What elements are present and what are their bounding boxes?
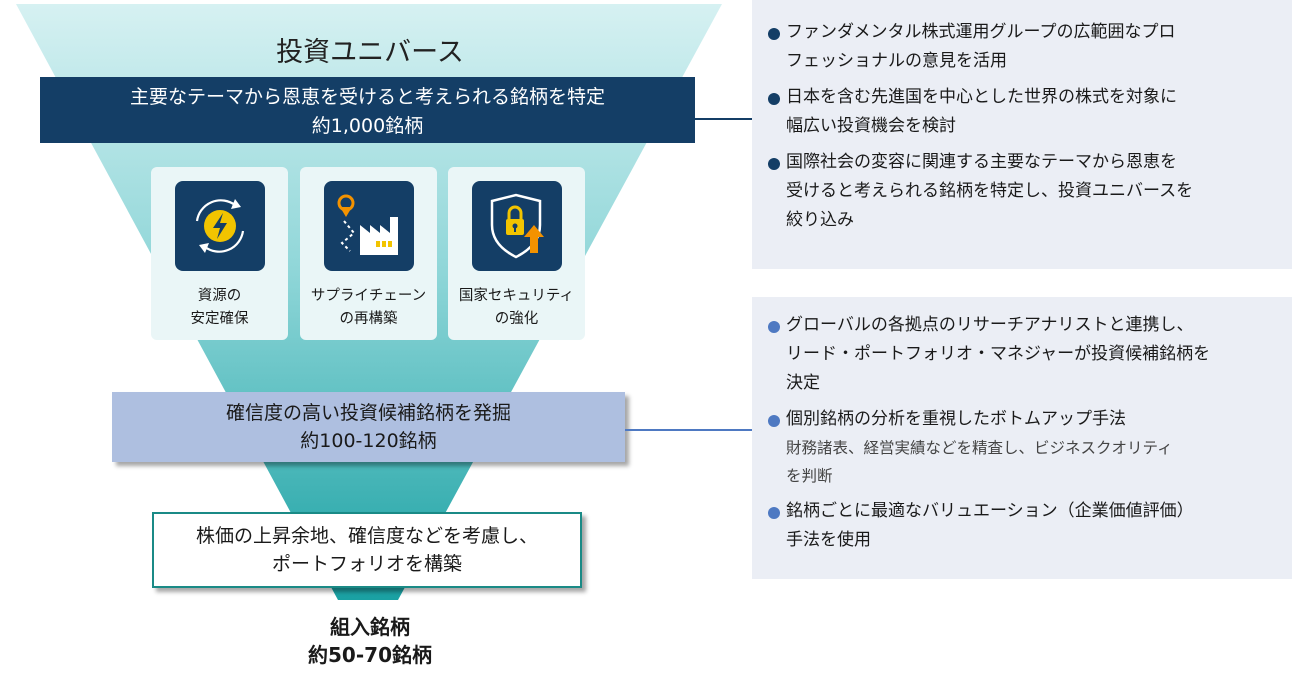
supply-chain-factory-icon <box>324 181 414 271</box>
step3-line2: ポートフォリオを構築 <box>271 553 462 575</box>
description-subline: を判断 <box>786 467 833 485</box>
investment-universe-title: 投資ユニバース <box>276 37 464 68</box>
security-shield-lock-icon <box>472 181 562 271</box>
energy-cycle-icon <box>175 181 265 271</box>
step3-line1: 株価の上昇余地、確信度などを考慮し、 <box>195 525 538 547</box>
description-line: 決定 <box>786 373 820 393</box>
description-line: グローバルの各拠点のリサーチアナリストと連携し、 <box>786 315 1194 335</box>
description-line: 受けると考えられる銘柄を特定し、投資ユニバースを <box>786 181 1194 201</box>
step1-box: 主要なテーマから恩恵を受けると考えられる銘柄を特定 約1,000銘柄 <box>40 77 695 143</box>
description-line: 国際社会の変容に関連する主要なテーマから恩恵を <box>786 152 1177 172</box>
description-line: ファンダメンタル株式運用グループの広範囲なプロ <box>786 22 1176 42</box>
final-line2: 約50-70銘柄 <box>308 643 432 667</box>
description-panel-candidates: グローバルの各拠点のリサーチアナリストと連携し、 リード・ポートフォリオ・マネジ… <box>752 297 1292 579</box>
description-item: 日本を含む先進国を中心とした世界の株式を対象に 幅広い投資機会を検討 <box>768 83 1276 141</box>
theme-label-line2: 安定確保 <box>190 311 249 327</box>
bullet-dot <box>768 28 780 40</box>
step2-line1: 確信度の高い投資候補銘柄を発掘 <box>225 402 511 424</box>
description-subline: 財務諸表、経営実績などを精査し、ビジネスクオリティ <box>786 439 1173 457</box>
description-line: 銘柄ごとに最適なバリュエーション（企業価値評価） <box>786 501 1194 521</box>
description-line: リード・ポートフォリオ・マネジャーが投資候補銘柄を <box>786 344 1211 364</box>
theme-label-line1: 国家セキュリティ <box>458 288 575 304</box>
description-item: グローバルの各拠点のリサーチアナリストと連携し、 リード・ポートフォリオ・マネジ… <box>768 311 1276 398</box>
description-item: ファンダメンタル株式運用グループの広範囲なプロ フェッショナルの意見を活用 <box>768 18 1276 76</box>
theme-label-supply-chain: サプライチェーン の再構築 <box>300 285 437 331</box>
bullet-dot <box>768 507 780 519</box>
theme-card-supply-chain: サプライチェーン の再構築 <box>300 167 437 340</box>
description-line: 日本を含む先進国を中心とした世界の株式を対象に <box>786 87 1177 107</box>
description-item: 個別銘柄の分析を重視したボトムアップ手法 財務諸表、経営実績などを精査し、ビジネ… <box>768 405 1276 490</box>
step2-box: 確信度の高い投資候補銘柄を発掘 約100-120銘柄 <box>112 392 625 462</box>
bullet-dot <box>768 415 780 427</box>
theme-label-line1: 資源の <box>197 288 242 304</box>
bullet-dot <box>768 93 780 105</box>
theme-label-line2: の再構築 <box>339 311 398 327</box>
connector-line-step2 <box>625 429 752 431</box>
bullet-dot <box>768 158 780 170</box>
description-line: 絞り込み <box>786 210 854 230</box>
description-item: 国際社会の変容に関連する主要なテーマから恩恵を 受けると考えられる銘柄を特定し、… <box>768 148 1276 235</box>
step2-line2: 約100-120銘柄 <box>300 430 437 452</box>
description-line: フェッショナルの意見を活用 <box>786 51 1007 71</box>
description-line: 手法を使用 <box>786 530 871 550</box>
theme-label-line1: サプライチェーン <box>310 288 427 304</box>
connector-line-step1 <box>695 118 752 120</box>
theme-label-security: 国家セキュリティ の強化 <box>448 285 585 331</box>
step1-line2: 約1,000銘柄 <box>311 115 424 137</box>
theme-card-resources: 資源の 安定確保 <box>151 167 288 340</box>
bullet-dot <box>768 321 780 333</box>
step3-box: 株価の上昇余地、確信度などを考慮し、 ポートフォリオを構築 <box>152 512 582 588</box>
theme-card-security: 国家セキュリティ の強化 <box>448 167 585 340</box>
description-line: 個別銘柄の分析を重視したボトムアップ手法 <box>786 409 1126 429</box>
description-panel-universe: ファンダメンタル株式運用グループの広範囲なプロ フェッショナルの意見を活用 日本… <box>752 0 1292 269</box>
description-item: 銘柄ごとに最適なバリュエーション（企業価値評価） 手法を使用 <box>768 497 1276 555</box>
step1-line1: 主要なテーマから恩恵を受けると考えられる銘柄を特定 <box>129 86 605 108</box>
final-line1: 組入銘柄 <box>330 615 410 639</box>
description-line: 幅広い投資機会を検討 <box>786 116 956 136</box>
theme-label-line2: の強化 <box>494 311 539 327</box>
theme-label-resources: 資源の 安定確保 <box>151 285 288 331</box>
final-holdings-label: 組入銘柄 約50-70銘柄 <box>240 613 500 669</box>
